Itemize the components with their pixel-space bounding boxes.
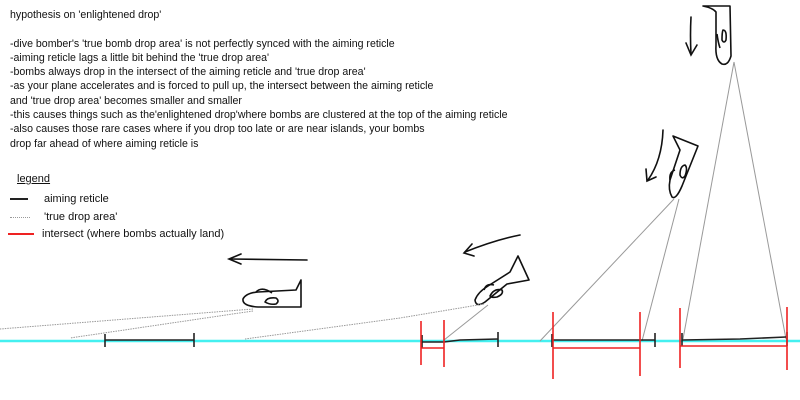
hypothesis-text: hypothesis on 'enlightened drop' -dive b… xyxy=(10,8,508,151)
aiming-reticle xyxy=(421,332,499,348)
point-line: -this causes things such as the'enlighte… xyxy=(10,109,508,122)
plane-icon xyxy=(668,135,699,199)
legend-label: intersect (where bombs actually land) xyxy=(42,228,225,240)
point-line: -aiming reticle lags a little bit behind… xyxy=(10,51,270,64)
point-line: -bombs always drop in the intersect of t… xyxy=(10,66,366,79)
intersect-zone xyxy=(420,320,445,367)
legend-title: legend xyxy=(17,173,51,185)
plane-icon xyxy=(702,5,732,66)
legend-label: aiming reticle xyxy=(44,193,109,205)
scene-vertical-dive xyxy=(679,5,788,370)
aiming-reticle xyxy=(551,333,656,347)
point-line: -as your plane accelerates and is forced… xyxy=(10,80,434,93)
point-line: -dive bomber's 'true bomb drop area' is … xyxy=(10,37,395,50)
point-line: drop far ahead of where aiming reticle i… xyxy=(10,137,199,150)
red-line-swatch-icon xyxy=(8,233,34,235)
legend-item-intersect: intersect (where bombs actually land) xyxy=(8,228,224,240)
black-line-swatch-icon xyxy=(10,198,28,200)
legend-item-true-drop-area: 'true drop area' xyxy=(8,211,117,223)
scene-shallow-dive xyxy=(399,234,530,367)
intersect-zone xyxy=(552,312,641,379)
curved-arrow-icon xyxy=(462,234,521,257)
dotted-line-swatch-icon xyxy=(10,216,30,218)
direction-arrow-left-icon xyxy=(226,253,308,265)
legend-label: 'true drop area' xyxy=(44,211,118,223)
aiming-reticle xyxy=(681,332,788,346)
curved-arrow-icon xyxy=(645,129,664,183)
hypothesis-title: hypothesis on 'enlightened drop' xyxy=(10,9,162,21)
plane-icon xyxy=(474,255,530,306)
plane-icon xyxy=(242,279,302,308)
point-line: and 'true drop area' becomes smaller and… xyxy=(10,94,242,107)
down-arrow-icon xyxy=(685,16,698,57)
intersect-zone xyxy=(679,307,788,370)
legend-item-aiming-reticle: aiming reticle xyxy=(8,193,109,205)
scene-level-flight xyxy=(0,253,401,347)
aiming-reticle xyxy=(104,333,195,347)
scene-steep-dive xyxy=(539,129,699,379)
point-line: -also causes those rare cases where if y… xyxy=(10,123,425,136)
